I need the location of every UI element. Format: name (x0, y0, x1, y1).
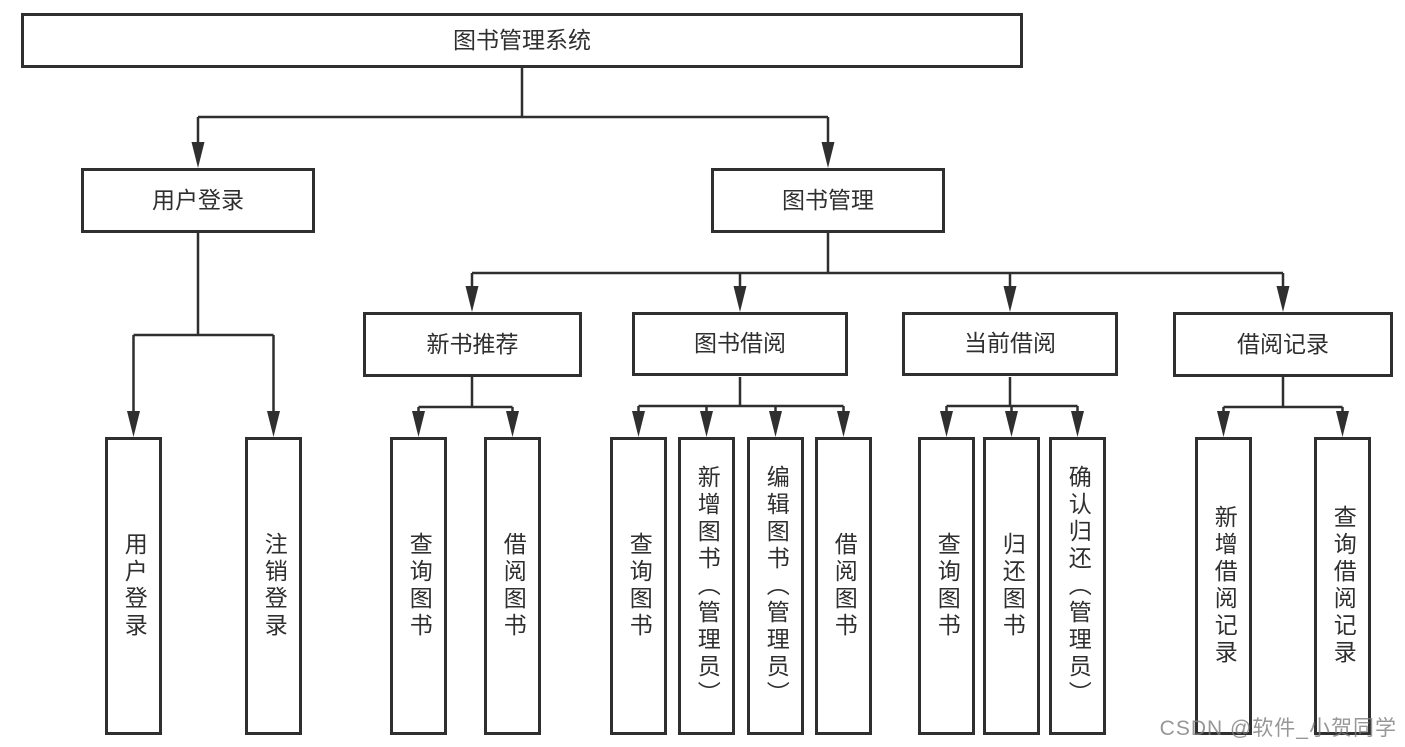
leaf-records-add-record: 新增借阅记录 (1195, 437, 1252, 735)
node-borrow-records: 借阅记录 (1173, 312, 1393, 377)
watermark-text: CSDN @软件_小贺同学 (1159, 717, 1397, 740)
leaf-user-login: 用户登录 (105, 437, 162, 735)
node-current-borrow: 当前借阅 (902, 312, 1118, 376)
node-book-management: 图书管理 (711, 168, 945, 233)
leaf-current-confirm-return-admin: 确认归还（管理员） (1049, 437, 1106, 735)
leaf-borrow-edit-books-admin: 编辑图书（管理员） (747, 437, 804, 735)
leaf-borrow-add-books-admin: 新增图书（管理员） (678, 437, 735, 735)
node-user-login-group: 用户登录 (81, 168, 315, 233)
node-new-book-recommend: 新书推荐 (363, 312, 582, 377)
leaf-borrow-borrow-books: 借阅图书 (815, 437, 872, 735)
leaf-recommend-query-books: 查询图书 (390, 437, 447, 735)
node-root-system: 图书管理系统 (21, 13, 1023, 68)
leaf-current-return-books: 归还图书 (983, 437, 1040, 735)
leaf-recommend-borrow-books: 借阅图书 (484, 437, 541, 735)
leaf-logout-login: 注销登录 (245, 437, 302, 735)
leaf-current-query-books: 查询图书 (918, 437, 975, 735)
leaf-records-query-record: 查询借阅记录 (1314, 437, 1371, 735)
node-book-borrow: 图书借阅 (632, 312, 848, 376)
leaf-borrow-query-books: 查询图书 (610, 437, 667, 735)
